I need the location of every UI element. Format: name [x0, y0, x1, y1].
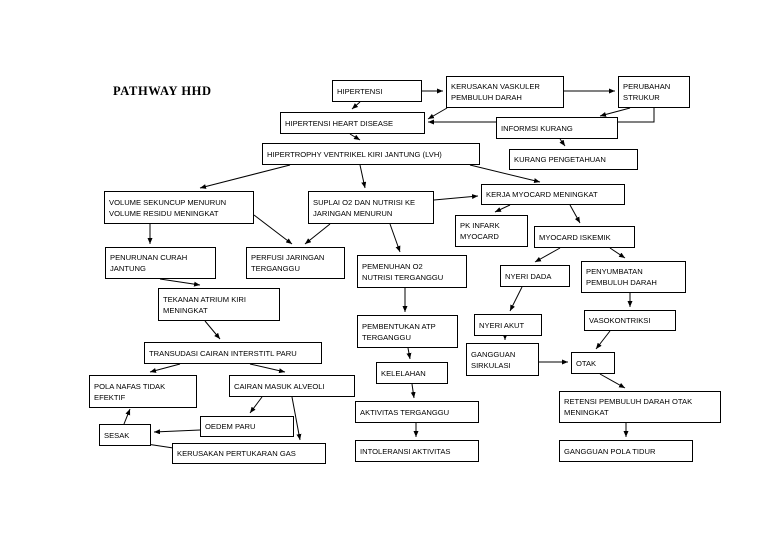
node-myocard_iskemik: MYOCARD ISKEMIK — [534, 226, 635, 248]
edge-myocard_iskemik-to-penyumbatan — [609, 247, 626, 259]
node-lvh: HIPERTROPHY VENTRIKEL KIRI JANTUNG (LVH) — [262, 143, 480, 165]
node-kerusakan_vaskuler: KERUSAKAN VASKULER PEMBULUH DARAH — [446, 76, 564, 108]
edge-hipertensi-to-hhd — [351, 101, 361, 110]
edge-transudasi-to-pola_nafas — [149, 363, 181, 373]
node-penyumbatan: PENYUMBATAN PEMBULUH DARAH — [581, 261, 686, 293]
node-kelelahan: KELELAHAN — [376, 362, 448, 384]
node-hipertensi: HIPERTENSI — [332, 80, 422, 102]
node-pembentukan_atp: PEMBENTUKAN ATP TERGANGGU — [357, 315, 458, 348]
node-informsi_kurang: INFORMSI KURANG — [496, 117, 618, 139]
node-oedem_paru: OEDEM PARU — [200, 416, 294, 437]
page-title: PATHWAY HHD — [113, 84, 212, 98]
node-aktivitas_terganggu: AKTIVITAS TERGANGGU — [355, 401, 479, 423]
node-retensi_pembuluh: RETENSI PEMBULUH DARAH OTAK MENINGKAT — [559, 391, 721, 423]
node-gangguan_pola_tidur: GANGGUAN POLA TIDUR — [559, 440, 693, 462]
edge-transudasi-to-cairan_alveoli — [249, 363, 286, 374]
edge-cairan_alveoli-to-kerusakan_pertukaran — [291, 396, 302, 441]
node-gangguan_sirkulasi: GANGGUAN SIRKULASI — [466, 343, 539, 376]
node-tekanan_atrium: TEKANAN ATRIUM KIRI MENINGKAT — [158, 288, 280, 321]
node-pola_nafas: POLA NAFAS TIDAK EFEKTIF — [89, 375, 197, 408]
node-perubahan_strukur: PERUBAHAN STRUKUR — [618, 76, 690, 108]
edge-cairan_alveoli-to-oedem_paru — [249, 396, 263, 414]
edge-kerja_myocard-to-myocard_iskemik — [569, 204, 581, 224]
node-kerja_myocard: KERJA MYOCARD MENINGKAT — [481, 184, 625, 205]
edge-sesak-to-pola_nafas — [123, 408, 131, 425]
node-suplai_o2: SUPLAI O2 DAN NUTRISI KE JARINGAN MENURU… — [308, 191, 434, 224]
node-sesak: SESAK — [99, 424, 151, 446]
node-perfusi_jaringan: PERFUSI JARINGAN TERGANGGU — [246, 247, 345, 279]
edge-perubahan_strukur-to-informsi_kurang — [599, 107, 631, 117]
node-nyeri_dada: NYERI DADA — [500, 265, 570, 287]
node-pk_infark: PK INFARK MYOCARD — [455, 215, 528, 247]
edge-lvh-to-volume_sekuncup — [199, 164, 291, 189]
node-vasokontriksi: VASOKONTRIKSI — [584, 310, 676, 331]
edge-lvh-to-kerja_myocard — [469, 164, 541, 184]
edge-oedem_paru-to-sesak — [153, 429, 201, 435]
edge-vasokontriksi-to-otak — [595, 330, 611, 350]
edge-suplai_o2-to-kerja_myocard — [433, 194, 479, 201]
edge-suplai_o2-to-perfusi_jaringan — [304, 223, 331, 245]
edge-kerusakan_vaskuler-to-hhd — [427, 107, 448, 120]
node-cairan_alveoli: CAIRAN MASUK ALVEOLI — [229, 375, 355, 397]
node-volume_sekuncup: VOLUME SEKUNCUP MENURUN VOLUME RESIDU ME… — [104, 191, 254, 224]
node-kurang_pengetahuan: KURANG PENGETAHUAN — [509, 149, 638, 170]
edge-suplai_o2-to-pemenuhan_o2 — [389, 223, 401, 253]
edge-kelelahan-to-aktivitas_terganggu — [410, 383, 416, 399]
edge-tekanan_atrium-to-transudasi — [204, 320, 221, 340]
edge-informsi_kurang-to-kurang_pengetahuan — [559, 138, 566, 147]
edge-kerja_myocard-to-pk_infark — [494, 204, 511, 213]
node-penurunan_curah: PENURUNAN CURAH JANTUNG — [105, 247, 216, 279]
node-pemenuhan_o2: PEMENUHAN O2 NUTRISI TERGANGGU — [357, 255, 467, 288]
edge-otak-to-retensi_pembuluh — [599, 373, 626, 389]
node-hhd: HIPERTENSI HEART DISEASE — [280, 112, 425, 134]
node-transudasi: TRANSUDASI CAIRAN INTERSTITL PARU — [144, 342, 322, 364]
edge-nyeri_dada-to-nyeri_akut — [509, 286, 523, 312]
node-nyeri_akut: NYERI AKUT — [474, 314, 542, 336]
edge-volume_sekuncup-to-perfusi_jaringan — [253, 214, 293, 245]
edge-myocard_iskemik-to-nyeri_dada — [534, 247, 561, 263]
node-kerusakan_pertukaran: KERUSAKAN PERTUKARAN GAS — [172, 443, 326, 464]
edge-lvh-to-suplai_o2 — [359, 164, 367, 189]
edge-pembentukan_atp-to-kelelahan — [406, 347, 412, 360]
edge-hhd-to-lvh — [349, 133, 361, 141]
edge-penurunan_curah-to-tekanan_atrium — [159, 278, 201, 287]
node-otak: OTAK — [571, 352, 615, 374]
node-intoleransi: INTOLERANSI AKTIVITAS — [355, 440, 479, 462]
